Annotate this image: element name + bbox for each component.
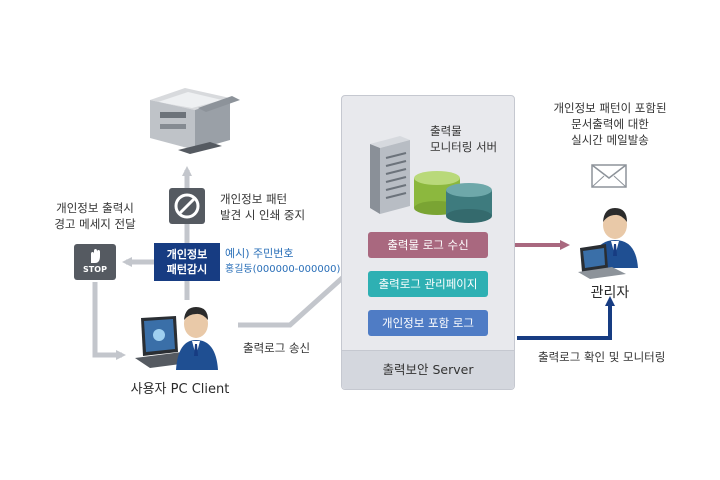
- pill-log-management: 출력로그 관리페이지: [368, 271, 488, 297]
- admin-monitor-label: 출력로그 확인 및 모니터링: [538, 350, 666, 364]
- block-sign-icon: [169, 188, 205, 224]
- print-stop-line1: 개인정보 패턴: [220, 192, 288, 206]
- stop-hand-icon: [91, 249, 100, 263]
- arrow-stop-to-client: [92, 282, 126, 360]
- warning-line2: 경고 메세지 전달: [54, 217, 136, 231]
- pill-privacy-log: 개인정보 포함 로그: [368, 310, 488, 336]
- stop-sign: STOP: [74, 244, 116, 280]
- mail-line2: 문서출력에 대한: [571, 117, 649, 131]
- mail-line1: 개인정보 패턴이 포함된: [553, 101, 667, 115]
- server-illustration: [370, 136, 492, 223]
- monitor-title-line2: 모니터링 서버: [430, 140, 498, 154]
- client-label: 사용자 PC Client: [130, 382, 230, 397]
- print-stop-line2: 발견 시 인쇄 중지: [220, 208, 306, 222]
- badge-line1: 개인정보: [166, 248, 208, 261]
- admin-label: 관리자: [590, 285, 630, 301]
- stop-label: STOP: [83, 265, 107, 274]
- pattern-monitor-badge: 개인정보 패턴감시: [154, 243, 220, 281]
- database-teal-icon: [446, 183, 492, 223]
- mail-line3: 실시간 메일발송: [571, 133, 649, 147]
- send-label: 출력로그 송신: [243, 341, 311, 355]
- example-line1: 예시) 주민번호: [225, 247, 294, 260]
- server-footer-label: 출력보안 Server: [342, 350, 514, 389]
- badge-line2: 패턴감시: [166, 263, 208, 276]
- monitor-title-line1: 출력물: [430, 124, 462, 138]
- warning-line1: 개인정보 출력시: [56, 201, 134, 215]
- server-tower-icon: [370, 136, 410, 214]
- arrow-server-to-admin: [517, 296, 615, 340]
- pill-log-receive: 출력물 로그 수신: [368, 232, 488, 258]
- arrow-client-to-server: [238, 259, 363, 328]
- security-server-box: 출력물 모니터링 서버 출력물 로그 수신 출력로그 관리페이지 개인정보 포함…: [341, 95, 515, 390]
- example-line2: 홍길동(000000-000000): [225, 264, 341, 275]
